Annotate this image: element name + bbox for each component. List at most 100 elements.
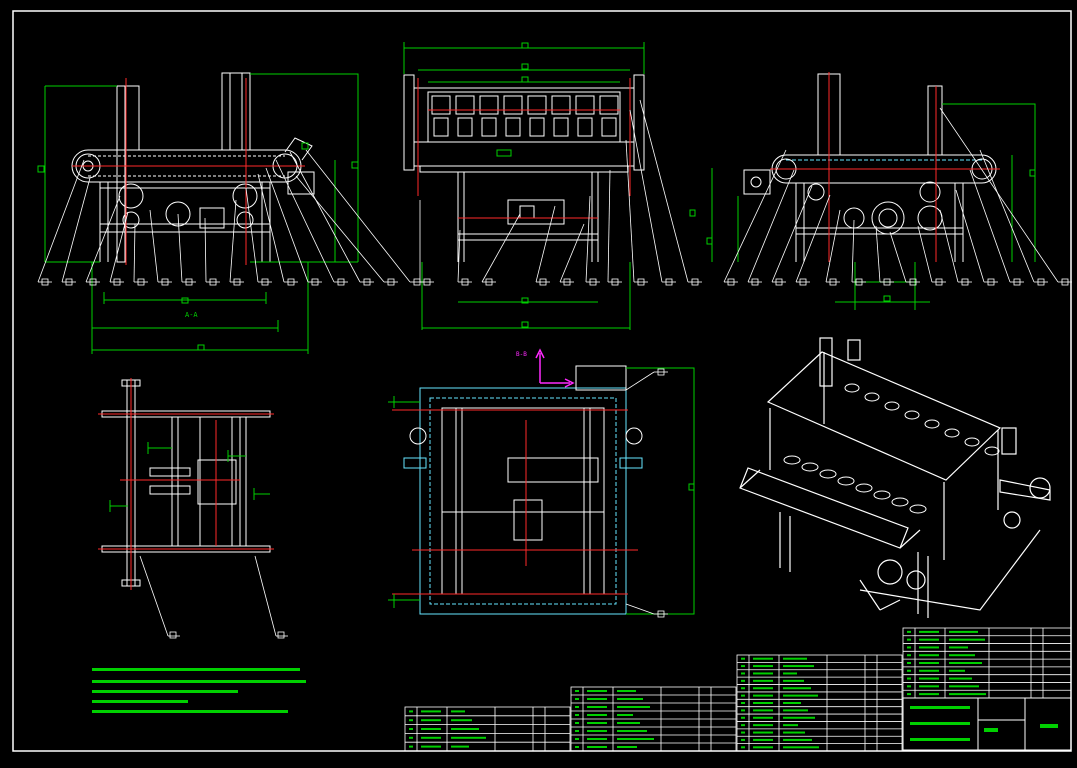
iso-lower-frame (859, 529, 1041, 611)
side-dim-base (421, 262, 631, 330)
bom-name-4-3 (949, 646, 968, 649)
bom-code-3-11 (753, 731, 773, 734)
bom-name-4-4 (949, 654, 975, 657)
bom-index-4-5 (907, 662, 911, 664)
bom-code-3-9 (753, 716, 773, 719)
note-line-5 (92, 710, 288, 713)
front-balloon-5 (137, 278, 145, 286)
top-view-mid-bar (171, 416, 179, 547)
rear-leader-12 (969, 169, 1011, 283)
front-leader-16 (305, 149, 411, 283)
front-balloon-12 (311, 278, 319, 286)
bom-index-2-5 (575, 722, 579, 724)
rear-conveyor-belt (771, 154, 997, 184)
iso-gear-4 (1003, 511, 1021, 529)
bom-name-2-3 (617, 706, 650, 708)
side-view-leaders (419, 99, 702, 286)
section-leaders (625, 368, 668, 618)
iso-gear-3 (1029, 477, 1051, 499)
front-balloon-1 (41, 278, 49, 286)
side-dim-text-3 (521, 76, 529, 83)
side-leader-4 (535, 205, 556, 283)
front-belt-links (88, 155, 285, 177)
section-motor-head (575, 365, 627, 391)
bom-index-1-5 (409, 745, 413, 748)
bom-code-3-8 (753, 709, 773, 712)
section-view-centerlines (392, 409, 638, 595)
side-cup-4 (503, 95, 523, 115)
iso-upper-cup-4 (904, 410, 920, 420)
bom-code-4-9 (919, 693, 939, 696)
bom-index-2-8 (575, 746, 579, 748)
bom-index-4-6 (907, 669, 911, 672)
front-dim-text-5 (301, 142, 309, 150)
bom-code-4-8 (919, 685, 939, 688)
bom-index-3-7 (741, 702, 745, 704)
rear-balloon-7 (883, 278, 891, 286)
section-hatched-ring (429, 397, 617, 605)
iso-upper-frame (766, 351, 1002, 481)
front-dim-text-4 (197, 344, 205, 351)
bom-index-3-4 (741, 679, 745, 682)
iso-upper-cup-2 (864, 392, 880, 402)
front-gear (165, 201, 191, 227)
bom-index-4-7 (907, 677, 911, 680)
bom-index-4-4 (907, 654, 911, 657)
section-motor (507, 457, 599, 483)
side-leader-10 (639, 99, 689, 283)
bom-index-2-7 (575, 738, 579, 740)
rear-lower-rail (795, 227, 964, 235)
bom-code-1-2 (421, 719, 441, 722)
iso-legs (779, 512, 929, 618)
rear-balloon-3 (775, 278, 783, 286)
bom-code-3-10 (753, 724, 773, 727)
front-balloon-3 (89, 278, 97, 286)
side-view-cups (431, 95, 619, 137)
bom-code-1-3 (421, 728, 441, 730)
iso-upper-cup-5 (924, 419, 940, 429)
bom-index-3-5 (741, 687, 745, 690)
bom-code-2-4 (587, 714, 607, 716)
front-view (71, 72, 315, 263)
side-cup-5 (527, 95, 547, 115)
bom-name-3-2 (783, 665, 814, 668)
rear-leader-8 (889, 231, 907, 283)
front-leader-1 (37, 159, 85, 283)
section-gearbox (513, 499, 543, 541)
rear-gear-2-inner (878, 208, 898, 228)
side-leader-8 (625, 139, 635, 283)
section-outer-frame (419, 387, 627, 615)
bom-code-4-3 (919, 646, 939, 649)
front-sprocket-4 (236, 211, 254, 229)
front-leader-9 (229, 199, 237, 283)
front-balloon-13 (337, 278, 345, 286)
top-view-leaders (139, 555, 288, 639)
top-dim-4 (109, 500, 128, 512)
ucs-y-arrow (535, 348, 545, 359)
bom-name-3-6 (783, 694, 818, 697)
front-dim-height (44, 85, 117, 263)
technical-notes (92, 668, 306, 713)
side-balloon-10 (691, 278, 699, 286)
side-cup-3 (479, 95, 499, 115)
front-leader-4 (109, 211, 129, 283)
rear-dim-text-4 (883, 295, 891, 302)
rear-right-column (927, 85, 943, 156)
bom-name-3-7 (783, 702, 801, 704)
section-balloon-1 (657, 368, 665, 376)
bom-name-1-5 (451, 745, 469, 748)
top-view-dimensions (109, 442, 270, 512)
front-left-column (116, 85, 126, 263)
bom-code-2-1 (587, 690, 607, 692)
rear-balloon-8 (909, 278, 917, 286)
bom-block-1 (404, 706, 571, 752)
iso-lower-cup-8 (909, 504, 927, 514)
front-leader-8 (204, 217, 207, 283)
rear-leader-3 (771, 185, 813, 283)
bom-index-1-1 (409, 710, 413, 713)
side-cup-stem-3 (481, 117, 497, 137)
side-cup-6 (551, 95, 571, 115)
bom-name-4-8 (949, 685, 979, 688)
rear-dim-height (942, 103, 1036, 262)
